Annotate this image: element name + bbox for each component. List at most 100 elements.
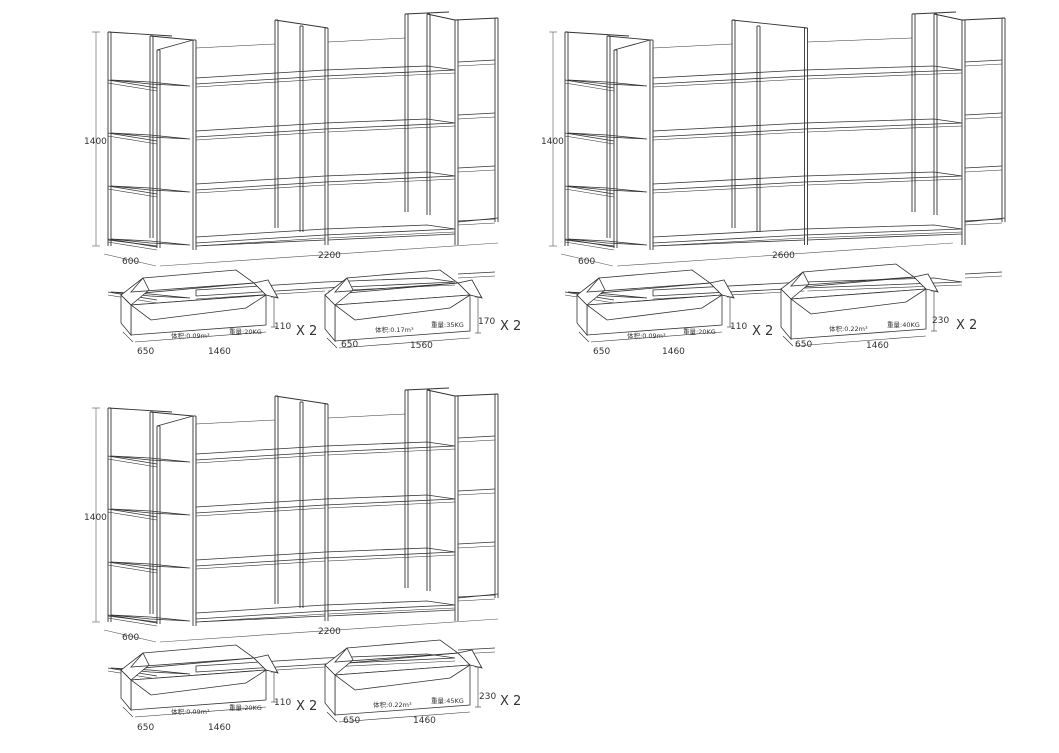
shelf-width-label: 2200: [318, 251, 341, 261]
right-tower-board: [457, 598, 496, 602]
tower-top-rail: [107, 407, 173, 413]
carton-depth-label: 650: [795, 340, 812, 350]
carton-right-flap: [457, 649, 483, 669]
middle-top-rail: [731, 19, 808, 29]
carton-right-flap: [709, 279, 735, 299]
tower-shelf-board: [110, 561, 191, 569]
tower-top-rail: [107, 31, 173, 37]
right-tower-board: [457, 435, 496, 439]
middle-top-rail: [274, 395, 329, 405]
carton-weight-label: 重量:35KG: [431, 321, 464, 329]
middle-top-rail: [274, 19, 329, 29]
right-tower-board: [457, 222, 496, 226]
tower-board-edge: [107, 511, 158, 521]
tower-shelf-board: [110, 614, 191, 622]
tower-shelf-board: [567, 238, 648, 246]
right-tower-board: [457, 116, 496, 120]
floor-line: [327, 609, 456, 617]
right-tower-board: [964, 275, 1003, 279]
floor-line: [195, 239, 326, 247]
tower-shelf-board: [567, 185, 648, 193]
main-shelf-board: [195, 277, 456, 297]
carton-quantity-label: X 2: [296, 699, 317, 714]
tower-board-edge: [107, 508, 158, 518]
front-top-rail: [606, 35, 651, 41]
carton-height-label: 170: [478, 317, 495, 327]
floor-line: [964, 217, 1006, 223]
right-tower-board: [457, 275, 496, 279]
tower-board-edge: [107, 82, 158, 92]
floor-line: [457, 217, 499, 223]
right-top-rail: [454, 393, 499, 397]
right-top-rail: [454, 17, 499, 21]
shelf-unit-2: [107, 387, 499, 680]
tower-board-edge: [107, 135, 158, 145]
carton-length-label: 1560: [410, 341, 433, 351]
floor-line: [195, 615, 326, 623]
carton-quantity-label: X 2: [296, 324, 317, 339]
board-front-edge: [327, 501, 456, 509]
right-tower-board: [457, 112, 496, 116]
carton-0-1: 体积:0.17m³ 重量:35KG 170 650 1560 X 2: [324, 269, 521, 351]
shelf-height-label: 1400: [84, 137, 107, 147]
board-front-edge: [327, 178, 456, 186]
right-tower-board: [457, 59, 496, 63]
group-1: 1400 600 2600 体积:0.09m³ 重量:20KG 110 650 …: [541, 11, 1006, 357]
right-tower-board: [964, 116, 1003, 120]
floor-line: [807, 233, 963, 241]
tower-board-edge: [564, 82, 615, 92]
board-front-edge: [807, 178, 963, 186]
carton-right-flap: [913, 273, 939, 293]
carton-height-label: 230: [932, 316, 949, 326]
shelf-dimensions-1: 1400 600 2600: [541, 31, 954, 267]
tower-board-edge: [107, 241, 158, 251]
carton-volume-label: 体积:0.09m³: [171, 707, 210, 716]
board-front-edge: [327, 231, 456, 239]
tower-board-edge: [564, 132, 615, 142]
front-top-rail: [149, 411, 194, 417]
carton-front-flap: [129, 669, 267, 696]
right-tower-board: [457, 439, 496, 443]
right-tower-board: [457, 647, 496, 651]
shelf-depth-label: 600: [122, 633, 139, 643]
carton-right-flap: [253, 279, 279, 299]
carton-weight-label: 重量:40KG: [887, 321, 920, 329]
tower-shelf-board: [567, 132, 648, 140]
carton-2-0: 体积:0.09m³ 重量:20KG 110 650 1460 X 2: [120, 644, 317, 733]
tower-shelf-board: [110, 238, 191, 246]
back-panel-top: [195, 43, 276, 49]
back-panel-top: [195, 419, 276, 425]
back-panel-top: [327, 413, 406, 419]
tower-board-edge: [564, 241, 615, 251]
main-shelf-board: [195, 600, 456, 620]
carton-height-label: 230: [479, 692, 496, 702]
right-tower-board: [457, 545, 496, 549]
front-top-rail: [149, 35, 194, 41]
board-front-edge: [195, 454, 326, 464]
board-front-edge: [327, 607, 456, 615]
carton-height-label: 110: [274, 698, 291, 708]
tower-board-edge: [107, 455, 158, 465]
tower-shelf-board: [110, 132, 191, 140]
carton-1-1: 体积:0.22m³ 重量:40KG 230 650 1460 X 2: [780, 263, 977, 351]
carton-length-label: 1460: [413, 716, 436, 726]
board-front-edge: [195, 131, 326, 141]
carton-height-label: 110: [730, 322, 747, 332]
carton-front-flap: [333, 294, 471, 321]
shelf-dimensions-0: 1400 600 2200: [84, 31, 499, 267]
right-tower-board: [457, 165, 496, 169]
right-tower-board: [457, 169, 496, 173]
carton-depth-label: 650: [137, 347, 154, 357]
floor-line: [457, 593, 499, 599]
tower-board-edge: [107, 458, 158, 468]
carton-depth-dim: [782, 335, 794, 347]
tower-shelf-board: [110, 79, 191, 87]
carton-quantity-label: X 2: [956, 318, 977, 333]
board-front-edge: [327, 448, 456, 456]
front-top-rail: [156, 415, 194, 427]
back-panel-top: [807, 37, 913, 43]
right-tower-board: [964, 271, 1003, 275]
carton-volume-label: 体积:0.09m³: [171, 331, 210, 340]
carton-length-dim: [338, 711, 471, 723]
tower-shelf-board: [110, 185, 191, 193]
